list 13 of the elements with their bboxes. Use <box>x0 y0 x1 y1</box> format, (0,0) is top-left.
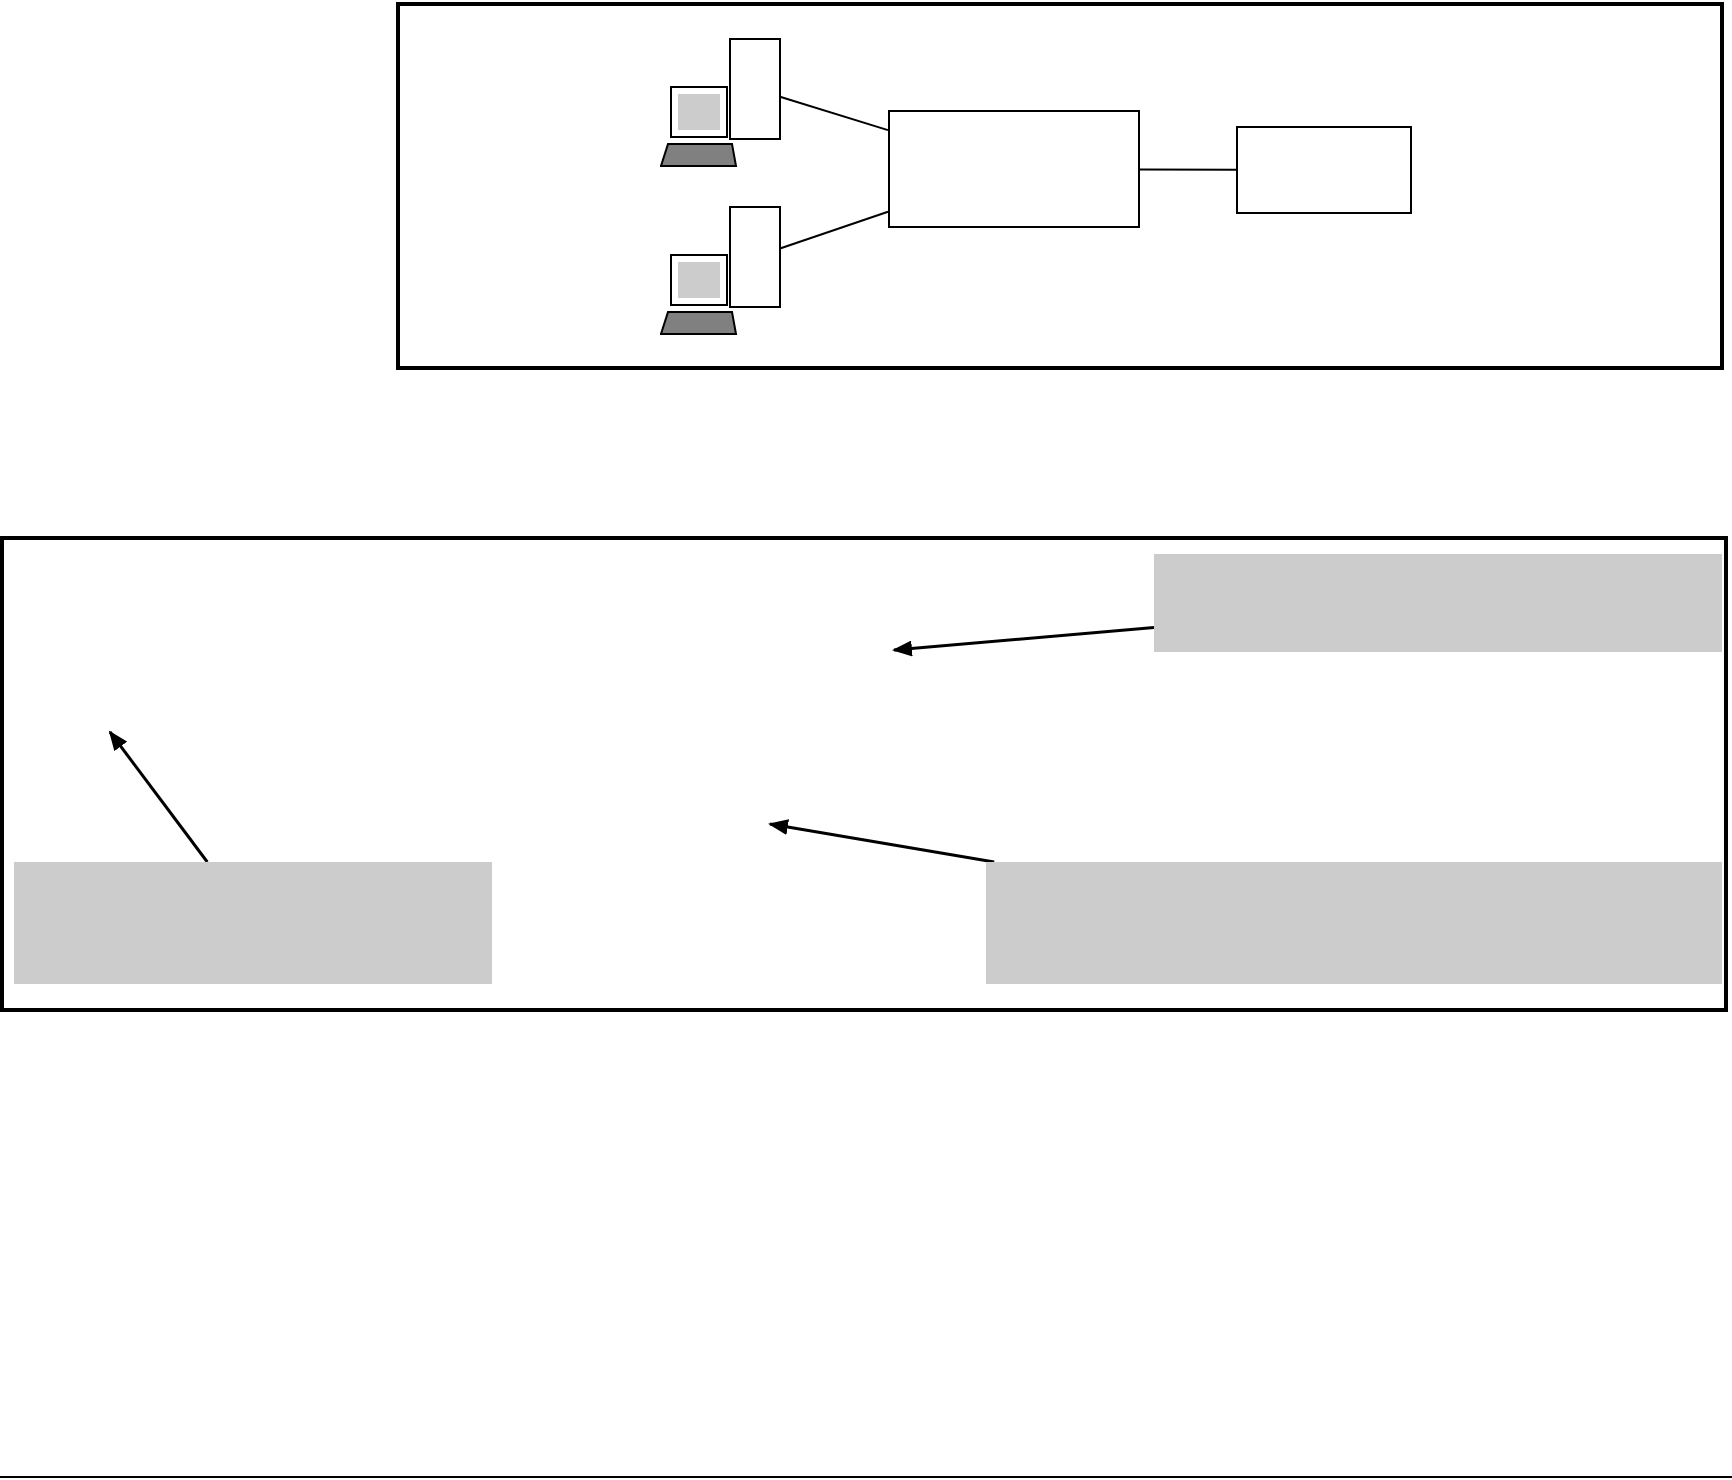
device-box <box>888 110 1140 228</box>
leader-arrow <box>892 626 1155 657</box>
callout-box <box>986 862 1722 984</box>
leader-arrow <box>108 730 209 863</box>
computer-icon <box>660 38 782 168</box>
connector-line <box>779 210 889 250</box>
device-box <box>1236 126 1412 214</box>
callout-box <box>1154 554 1722 652</box>
callout-box <box>14 862 492 984</box>
connector-line <box>1139 168 1237 171</box>
connector-line <box>779 95 889 132</box>
leader-arrow <box>768 819 995 864</box>
computer-icon <box>660 206 782 336</box>
